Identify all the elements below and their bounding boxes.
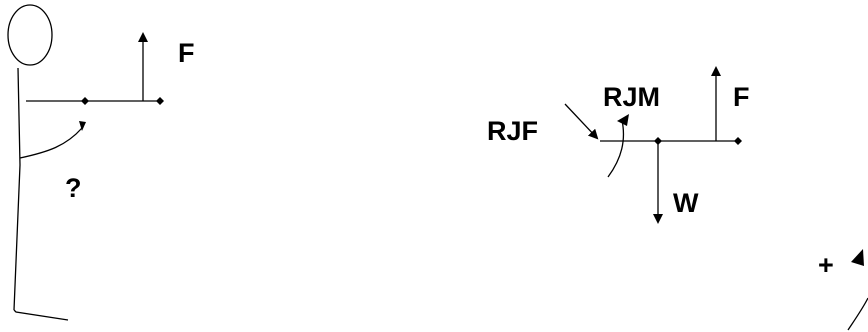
leg-line	[13, 309, 69, 321]
reaction-force-arrow	[564, 103, 599, 140]
body-line	[13, 67, 21, 311]
elbow-moment-arrowhead	[79, 121, 86, 131]
end-marker	[734, 137, 742, 145]
weight-label: W	[673, 188, 699, 218]
forearm-fbd	[600, 119, 738, 178]
joint-marker	[81, 97, 89, 105]
sign-convention-arrowhead	[851, 249, 864, 266]
force-label: F	[178, 38, 195, 68]
positive-direction-label: +	[818, 250, 834, 280]
moment-curve	[607, 119, 625, 178]
moment-arrowhead	[617, 114, 629, 126]
reaction-moment-label: RJM	[603, 82, 660, 112]
unknown-moment-label: ?	[65, 173, 82, 203]
force-label: F	[733, 82, 750, 112]
head	[7, 4, 53, 66]
elbow-curve	[19, 127, 83, 159]
reaction-force-label: RJF	[487, 116, 538, 146]
sign-convention-curve	[847, 297, 868, 331]
stick-figure	[7, 4, 160, 321]
end-marker	[156, 97, 164, 105]
